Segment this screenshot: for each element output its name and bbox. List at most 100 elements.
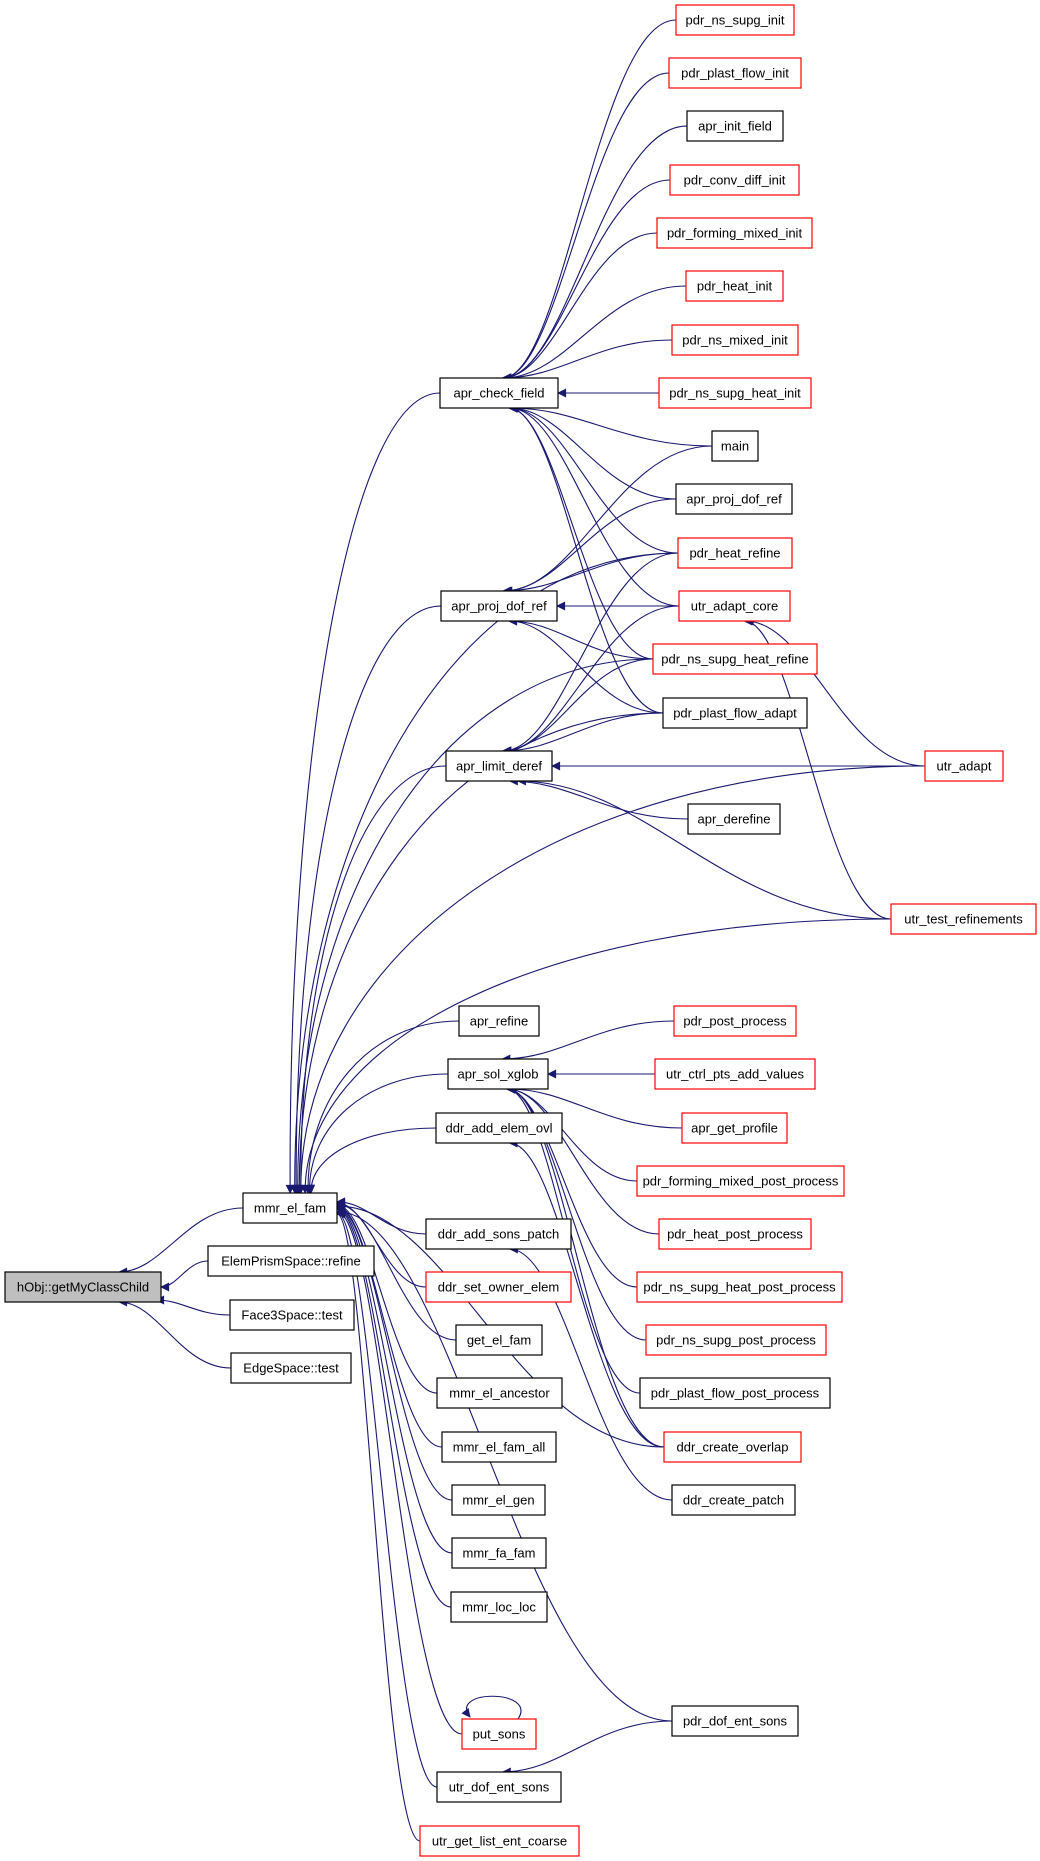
edge-pdr_dof_ent_sons-to-mmr_el_fam [336, 1207, 673, 1722]
node-apr-init-field[interactable]: apr_init_field [686, 110, 784, 142]
node-box [636, 1165, 845, 1197]
node-ddr-set-owner-elem[interactable]: ddr_set_owner_elem [425, 1271, 572, 1303]
node-utr-dof-ent-sons[interactable]: utr_dof_ent_sons [436, 1771, 562, 1803]
node-box [652, 643, 818, 675]
node-pdr-ns-mixed-init[interactable]: pdr_ns_mixed_init [671, 324, 799, 356]
node-mmr-el-ancestor[interactable]: mmr_el_ancestor [436, 1377, 563, 1409]
edge-ddr_add_sons_patch-to-mmr_el_fam [336, 1197, 427, 1235]
node-box [654, 1058, 816, 1090]
node-pdr-heat-refine[interactable]: pdr_heat_refine [677, 537, 793, 569]
node-apr-limit-deref[interactable]: apr_limit_deref [445, 750, 553, 782]
node-main[interactable]: main [711, 430, 759, 462]
node-ElemPrismSpace-refine[interactable]: ElemPrismSpace::refine [207, 1245, 375, 1277]
node-pdr-plast-flow-init[interactable]: pdr_plast_flow_init [668, 57, 802, 89]
node-box [440, 590, 558, 622]
edge-pdr_ns_supg_heat_refine-to-apr_proj_dof_ref_mid [507, 616, 654, 660]
edge-ddr_create_overlap-to-apr_sol_xglob [506, 1084, 665, 1448]
node-mmr-el-gen[interactable]: mmr_el_gen [451, 1484, 546, 1516]
node-pdr-post-process[interactable]: pdr_post_process [673, 1005, 797, 1037]
node-utr-get-list-ent-coarse[interactable]: utr_get_list_ent_coarse [419, 1825, 580, 1857]
node-mmr-fa-fam[interactable]: mmr_fa_fam [451, 1537, 547, 1569]
node-box [673, 1005, 797, 1037]
node-pdr-ns-supg-heat-post-process[interactable]: pdr_ns_supg_heat_post_process [636, 1271, 843, 1303]
node-pdr-plast-flow-post-process[interactable]: pdr_plast_flow_post_process [639, 1377, 831, 1409]
node-pdr-dof-ent-sons[interactable]: pdr_dof_ent_sons [671, 1705, 799, 1737]
node-label: pdr_plast_flow_init [681, 66, 789, 81]
node-apr-refine[interactable]: apr_refine [458, 1005, 540, 1037]
edge-pdr_heat_refine-to-apr_proj_dof_ref_mid [502, 552, 679, 596]
node-pdr-heat-post-process[interactable]: pdr_heat_post_process [658, 1218, 812, 1250]
node-pdr-ns-supg-heat-refine[interactable]: pdr_ns_supg_heat_refine [652, 643, 818, 675]
edge-apr_proj_dof_ref_right-to-apr_proj_dof_ref_mid [502, 498, 677, 596]
edge-pdr_forming_mixed_init-to-apr_check_field [501, 232, 658, 383]
node-pdr-ns-supg-init[interactable]: pdr_ns_supg_init [675, 4, 795, 36]
node-box [671, 1484, 796, 1516]
node-ddr-create-patch[interactable]: ddr_create_patch [671, 1484, 796, 1516]
node-label: pdr_plast_flow_post_process [651, 1386, 820, 1401]
node-box [658, 377, 812, 409]
edge-apr_derefine-to-apr_limit_deref [508, 776, 689, 820]
edge-get_el_fam-to-mmr_el_fam [336, 1199, 457, 1341]
node-label: main [721, 439, 749, 454]
edge-utr_adapt-to-mmr_el_fam [296, 765, 926, 1194]
node-apr-get-profile[interactable]: apr_get_profile [681, 1112, 788, 1144]
node-label: ddr_set_owner_elem [438, 1280, 559, 1295]
node-box [450, 1591, 548, 1623]
node-apr-check-field[interactable]: apr_check_field [439, 377, 559, 409]
node-box [658, 1218, 812, 1250]
node-label: apr_limit_deref [456, 759, 542, 774]
node-pdr-heat-init[interactable]: pdr_heat_init [685, 270, 784, 302]
node-label: pdr_post_process [683, 1014, 787, 1029]
node-put-sons[interactable]: put_sons [461, 1718, 537, 1750]
node-pdr-forming-mixed-init[interactable]: pdr_forming_mixed_init [656, 217, 813, 249]
node-label: mmr_loc_loc [462, 1600, 536, 1615]
node-utr-adapt-core[interactable]: utr_adapt_core [678, 590, 791, 622]
edge-apr_proj_dof_ref_right-to-apr_check_field [508, 403, 677, 500]
node-Face3Space-test[interactable]: Face3Space::test [229, 1299, 355, 1331]
edge-apr_limit_deref-to-mmr_el_fam [296, 765, 447, 1194]
node-ddr-add-sons-patch[interactable]: ddr_add_sons_patch [425, 1218, 572, 1250]
node-pdr-ns-supg-post-process[interactable]: pdr_ns_supg_post_process [645, 1324, 827, 1356]
node-EdgeSpace-test[interactable]: EdgeSpace::test [230, 1352, 352, 1384]
node-label: Face3Space::test [241, 1308, 343, 1323]
node-label: mmr_el_gen [462, 1493, 534, 1508]
node-utr-ctrl-pts-add-values[interactable]: utr_ctrl_pts_add_values [654, 1058, 816, 1090]
node-pdr-plast-flow-adapt[interactable]: pdr_plast_flow_adapt [662, 697, 808, 729]
node-root[interactable]: hObj::getMyClassChild [4, 1271, 162, 1303]
node-get-el-fam[interactable]: get_el_fam [455, 1324, 543, 1356]
node-label: apr_check_field [453, 386, 544, 401]
edge-pdr_plast_flow_adapt-to-mmr_el_fam [294, 712, 664, 1194]
edge-ddr_create_overlap-to-ddr_add_elem_ovl [508, 1138, 665, 1448]
node-apr-proj-dof-ref-right[interactable]: apr_proj_dof_ref [675, 483, 793, 515]
node-pdr-forming-mixed-post-process[interactable]: pdr_forming_mixed_post_process [636, 1165, 845, 1197]
edge-pdr_plast_flow_adapt-to-apr_proj_dof_ref_mid [508, 616, 664, 714]
node-apr-sol-xglob[interactable]: apr_sol_xglob [447, 1058, 549, 1090]
node-box [675, 4, 795, 36]
node-label: put_sons [473, 1727, 526, 1742]
node-label: pdr_heat_refine [689, 546, 780, 561]
node-mmr-el-fam[interactable]: mmr_el_fam [242, 1192, 338, 1224]
node-utr-test-refinements[interactable]: utr_test_refinements [890, 903, 1037, 935]
edge-main-to-apr_proj_dof_ref_mid [503, 445, 713, 596]
node-box [439, 377, 559, 409]
edge-pdr_post_process-to-apr_sol_xglob [501, 1020, 675, 1064]
node-ddr-add-elem-ovl[interactable]: ddr_add_elem_ovl [435, 1112, 563, 1144]
node-apr-proj-dof-ref-mid[interactable]: apr_proj_dof_ref [440, 590, 558, 622]
node-label: utr_ctrl_pts_add_values [666, 1067, 805, 1082]
node-utr-adapt[interactable]: utr_adapt [924, 750, 1004, 782]
node-box [242, 1192, 338, 1224]
node-label: pdr_conv_diff_init [684, 173, 786, 188]
edge-utr_dof_ent_sons-to-mmr_el_fam [336, 1208, 438, 1788]
node-box [639, 1377, 831, 1409]
node-pdr-conv-diff-init[interactable]: pdr_conv_diff_init [669, 164, 800, 196]
node-pdr-ns-supg-heat-init[interactable]: pdr_ns_supg_heat_init [658, 377, 812, 409]
node-mmr-loc-loc[interactable]: mmr_loc_loc [450, 1591, 548, 1623]
node-apr-derefine[interactable]: apr_derefine [687, 803, 781, 835]
node-ddr-create-overlap[interactable]: ddr_create_overlap [663, 1431, 802, 1463]
node-box [645, 1324, 827, 1356]
edge-pdr_ns_supg_heat_refine-to-mmr_el_fam [293, 658, 654, 1194]
edge-pdr_plast_flow_adapt-to-apr_limit_deref [501, 712, 664, 756]
node-box [677, 537, 793, 569]
node-mmr-el-fam-all[interactable]: mmr_el_fam_all [441, 1431, 557, 1463]
